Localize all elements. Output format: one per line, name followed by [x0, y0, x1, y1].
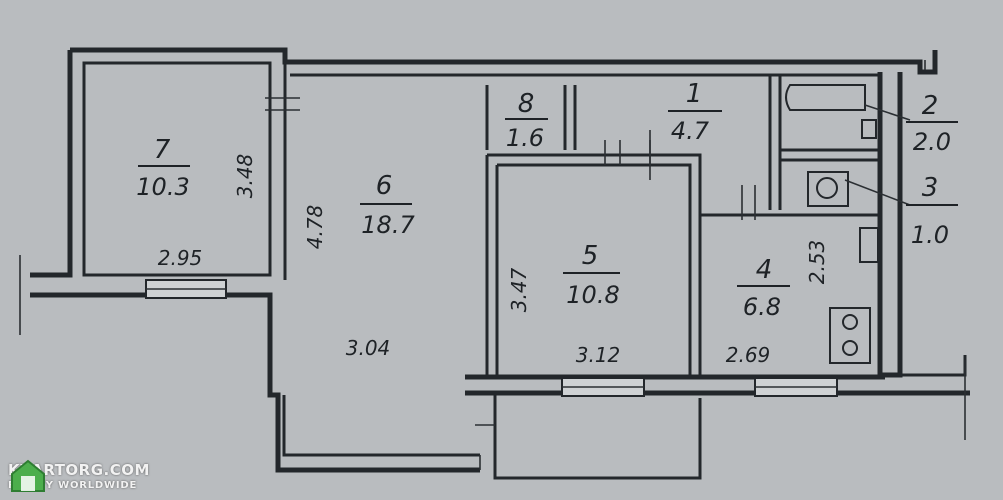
- dimension-room-6-height: 4.78: [303, 205, 327, 250]
- watermark: KVARTORG.COM REALTY WORLDWIDE: [8, 458, 150, 496]
- dimension-room-7-width: 2.95: [158, 246, 203, 270]
- room-8-area: 1.6: [506, 124, 544, 152]
- dimension-room-6-width: 3.04: [346, 336, 391, 360]
- room-1-number: 1: [686, 79, 703, 109]
- room-5-number: 5: [582, 241, 599, 271]
- dimension-room-5-width: 3.12: [576, 343, 621, 367]
- room-8-number: 8: [518, 89, 535, 119]
- balcony-inner-wall: [282, 395, 480, 457]
- room-7-number: 7: [154, 135, 171, 165]
- room-5-label: 5 10.8: [563, 241, 620, 309]
- dimension-room-7-height: 3.48: [233, 154, 257, 199]
- toilet: [807, 171, 849, 207]
- room-8-walls: [485, 85, 577, 150]
- bath-wall: [768, 75, 782, 210]
- room-7-label: 7 10.3: [136, 135, 190, 201]
- room-1-label: 1 4.7: [668, 79, 722, 145]
- windows: [145, 279, 838, 397]
- room-3-area: 1.0: [911, 221, 949, 249]
- room-2-number: 2: [922, 91, 939, 121]
- room-8-label: 8 1.6: [505, 89, 548, 152]
- lower-left-wall: [30, 292, 480, 473]
- room-6-number: 6: [376, 171, 393, 201]
- top-outer-wall: [70, 47, 938, 75]
- room-6-label: 6 18.7: [360, 171, 415, 239]
- room-labels: 7 10.3 6 18.7 8 1.6 1 4.7 5 10.8 4 6.8: [136, 79, 958, 321]
- room-5-inner: [497, 163, 692, 375]
- dimension-room-4-height: 2.53: [805, 240, 829, 285]
- dimension-room-4-width: 2.69: [726, 343, 771, 367]
- watermark-tagline: REALTY WORLDWIDE: [8, 480, 138, 491]
- room-3-label: 3 1.0: [906, 173, 958, 249]
- bathtub: [785, 84, 866, 111]
- right-lower-wall: [885, 355, 967, 377]
- leader-line-2: [864, 104, 911, 121]
- room-2-label: 2 2.0: [906, 91, 958, 156]
- room-4-label: 4 6.8: [737, 255, 790, 321]
- room-1-area: 4.7: [671, 117, 710, 145]
- room-6-area: 18.7: [361, 211, 415, 239]
- dimension-room-5-height: 3.47: [507, 267, 531, 312]
- right-wall: [877, 72, 903, 378]
- washbasin: [861, 119, 877, 139]
- dimension-labels: 3.48 2.95 4.78 3.04 3.47 3.12 2.69 2.53: [158, 154, 829, 367]
- tick-marks: [19, 60, 926, 426]
- stove: [829, 307, 871, 364]
- bath-divider: [780, 148, 880, 162]
- room-4-area: 6.8: [743, 293, 781, 321]
- kitchen-sink: [859, 227, 879, 263]
- leader-line-3: [844, 179, 911, 206]
- burner-1: [842, 314, 858, 330]
- room-5-area: 10.8: [566, 281, 619, 309]
- room-7-inner-walls: [82, 61, 272, 277]
- room-7-area: 10.3: [136, 173, 189, 201]
- room-2-area: 2.0: [913, 128, 951, 156]
- door-ticks: [604, 140, 651, 165]
- room-5-walls: [487, 153, 702, 375]
- burner-2: [842, 340, 858, 356]
- left-outer-wall: [30, 50, 73, 278]
- room-4-number: 4: [756, 255, 773, 285]
- house-logo-icon: [11, 459, 45, 492]
- room-3-number: 3: [922, 173, 939, 203]
- fixtures: [785, 84, 911, 364]
- toilet-bowl: [816, 177, 838, 199]
- walls: [19, 47, 970, 480]
- lower-balcony: [493, 395, 702, 480]
